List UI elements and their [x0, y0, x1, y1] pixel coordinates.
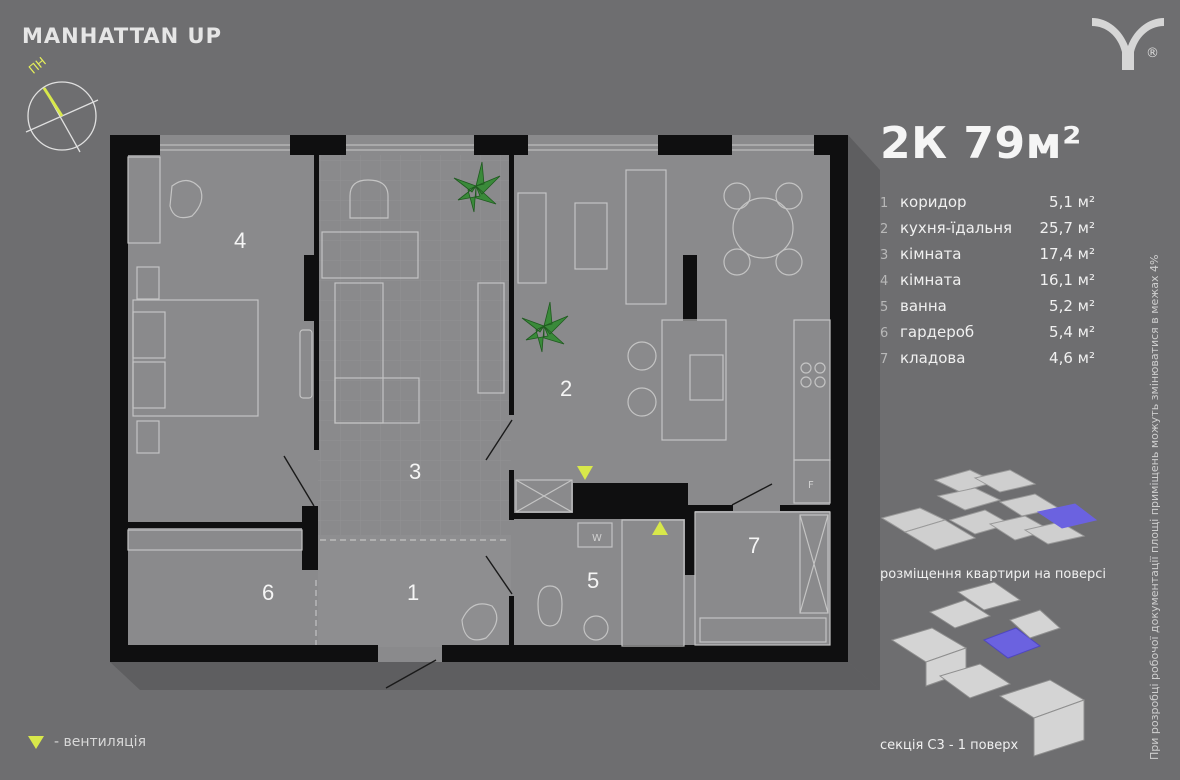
room-list-name: кімната — [900, 245, 962, 263]
room-list-num: 3 — [880, 248, 889, 263]
room-list-name: кімната — [900, 271, 962, 289]
section-label: секція С3 - 1 поверх — [880, 738, 1019, 753]
room-list-num: 1 — [880, 196, 889, 211]
room-list-name: кладова — [900, 349, 966, 367]
room-number-3: 3 — [409, 459, 421, 484]
vent-legend: - вентиляція — [28, 734, 146, 750]
plan-shadow-bottom — [110, 662, 880, 690]
room-list-area: 5,4 м² — [1049, 323, 1095, 341]
list-item: 2 кухня-їдальня 25,7 м² — [880, 219, 1095, 245]
room-list-num: 6 — [880, 326, 889, 341]
vent-legend-text: - вентиляція — [54, 734, 146, 750]
apartment-title: 2К 79м² — [880, 118, 1082, 169]
room-number-5: 5 — [587, 568, 599, 593]
fridge-label: F — [808, 480, 814, 491]
area-disclaimer: При розробці робочої документації площі … — [1148, 254, 1161, 760]
compass-icon — [25, 81, 99, 153]
room-list-name: кухня-їдальня — [900, 219, 1013, 237]
section-diagram — [890, 581, 1086, 757]
floor-placement-label: розміщення квартири на поверсі — [880, 567, 1107, 582]
room-list-name: ванна — [900, 297, 947, 315]
room-list-num: 5 — [880, 300, 889, 315]
room-list-area: 5,2 м² — [1049, 297, 1095, 315]
door-swings — [283, 419, 773, 689]
list-item: 4 кімната 16,1 м² — [880, 271, 1095, 297]
list-item: 3 кімната 17,4 м² — [880, 245, 1095, 271]
registered-mark: ® — [1146, 46, 1159, 61]
walls — [110, 135, 848, 662]
room-number-4: 4 — [234, 228, 246, 253]
vent-icon — [652, 521, 668, 535]
room-list-num: 4 — [880, 274, 889, 289]
room-list-num: 7 — [880, 352, 889, 367]
vent-legend-icon — [28, 735, 44, 749]
room-number-6: 6 — [262, 580, 274, 605]
brand-title: MANHATTAN UP — [22, 24, 223, 48]
windows — [160, 144, 814, 151]
floor-placement-diagram — [880, 469, 1098, 551]
plant-icon — [453, 161, 569, 353]
list-item: 7 кладова 4,6 м² — [880, 349, 1095, 375]
room-list-area: 5,1 м² — [1049, 193, 1095, 211]
room-number-1: 1 — [407, 580, 419, 605]
room-list-area: 25,7 м² — [1039, 219, 1096, 237]
furniture — [127, 156, 831, 647]
washer-label: W — [592, 533, 602, 544]
corridor-floor — [318, 535, 511, 647]
room-list-name: коридор — [900, 193, 967, 211]
room-list-name: гардероб — [900, 323, 975, 341]
room-list: 1 коридор 5,1 м² 2 кухня-їдальня 25,7 м² 3 кі… — [880, 193, 1095, 375]
room-list-num: 2 — [880, 222, 889, 237]
room-list-area: 16,1 м² — [1039, 271, 1096, 289]
room-list-area: 17,4 м² — [1039, 245, 1096, 263]
room-number-7: 7 — [748, 533, 760, 558]
room-number-2: 2 — [560, 376, 572, 401]
room-list-area: 4,6 м² — [1049, 349, 1095, 367]
list-item: 6 гардероб 5,4 м² — [880, 323, 1095, 349]
list-item: 1 коридор 5,1 м² — [880, 193, 1095, 219]
vent-icon — [577, 466, 593, 480]
logo-icon — [1092, 18, 1164, 70]
plan-shadow — [848, 135, 880, 690]
list-item: 5 ванна 5,2 м² — [880, 297, 1095, 323]
